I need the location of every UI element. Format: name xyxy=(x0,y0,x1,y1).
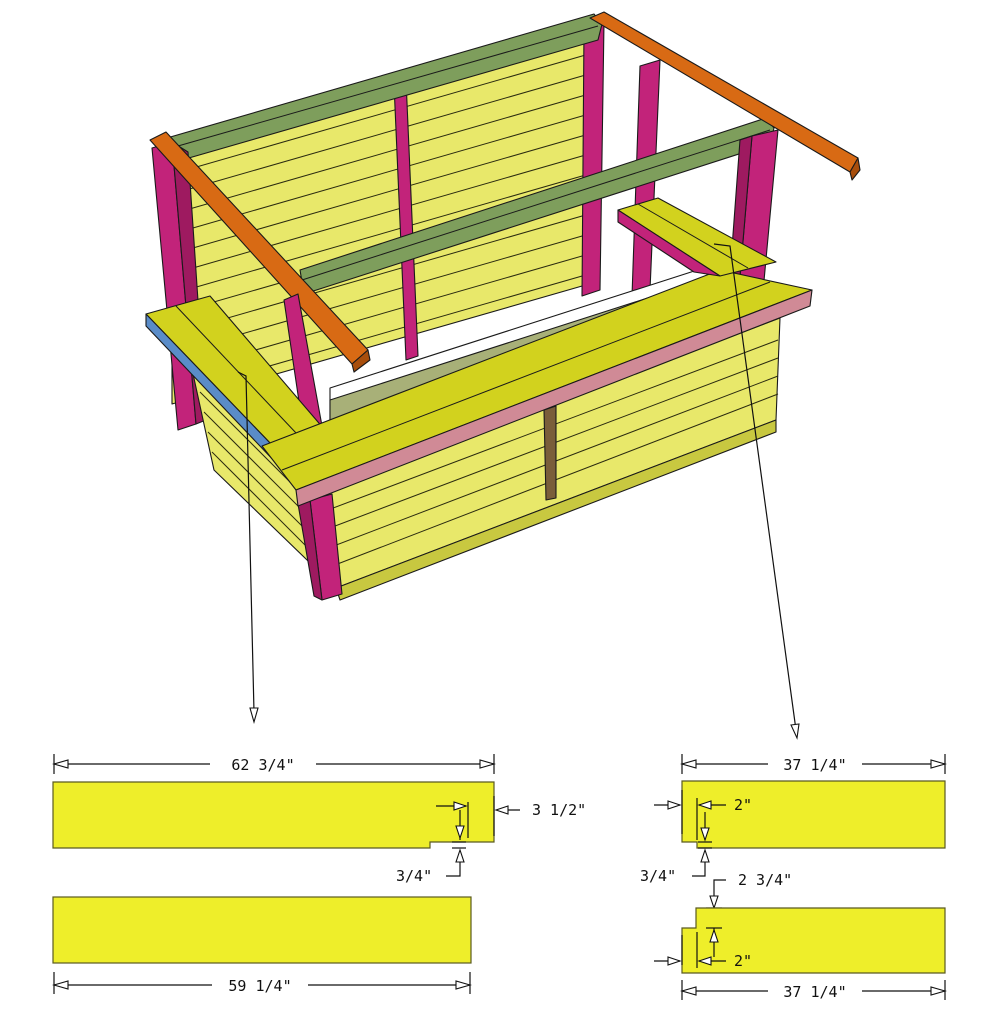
piece-short-notched-bottom: 2 3/4" 2" 37 1/4" xyxy=(654,871,948,1001)
front-countertop xyxy=(261,269,813,507)
center-brace xyxy=(543,405,557,501)
piece-long-plain: 59 1/4" xyxy=(51,896,473,995)
front-countertop-trim xyxy=(295,289,813,507)
bar-3d-model xyxy=(145,11,861,601)
long-notched-width-label: 3 1/2" xyxy=(532,801,586,819)
right-countertop xyxy=(617,197,777,277)
callout-leader-left xyxy=(237,371,259,725)
short-top-length-label: 37 1/4" xyxy=(783,756,846,774)
long-notched-length-label: 62 3/4" xyxy=(231,756,294,774)
piece-short-notched-top: 37 1/4" 2" 3/4" xyxy=(640,754,948,885)
short-bottom-board xyxy=(681,907,946,974)
short-bottom-notch-depth-label: 2 3/4" xyxy=(738,871,792,889)
short-top-notch-width-label: 2" xyxy=(734,796,752,814)
piece-long-notched: 62 3/4" 3 1/2" 3/4" xyxy=(51,754,586,885)
long-notched-board xyxy=(52,781,495,849)
back-right-post xyxy=(581,21,605,297)
long-notched-depth-label: 3/4" xyxy=(396,867,432,885)
short-top-board xyxy=(681,780,946,849)
short-top-notch-depth-label: 3/4" xyxy=(640,867,676,885)
short-bottom-notch-width-label: 2" xyxy=(734,952,752,970)
callout-leader-right xyxy=(713,243,800,740)
long-plain-length-label: 59 1/4" xyxy=(228,977,291,995)
long-plain-board xyxy=(52,896,472,964)
short-bottom-length-label: 37 1/4" xyxy=(783,983,846,1001)
